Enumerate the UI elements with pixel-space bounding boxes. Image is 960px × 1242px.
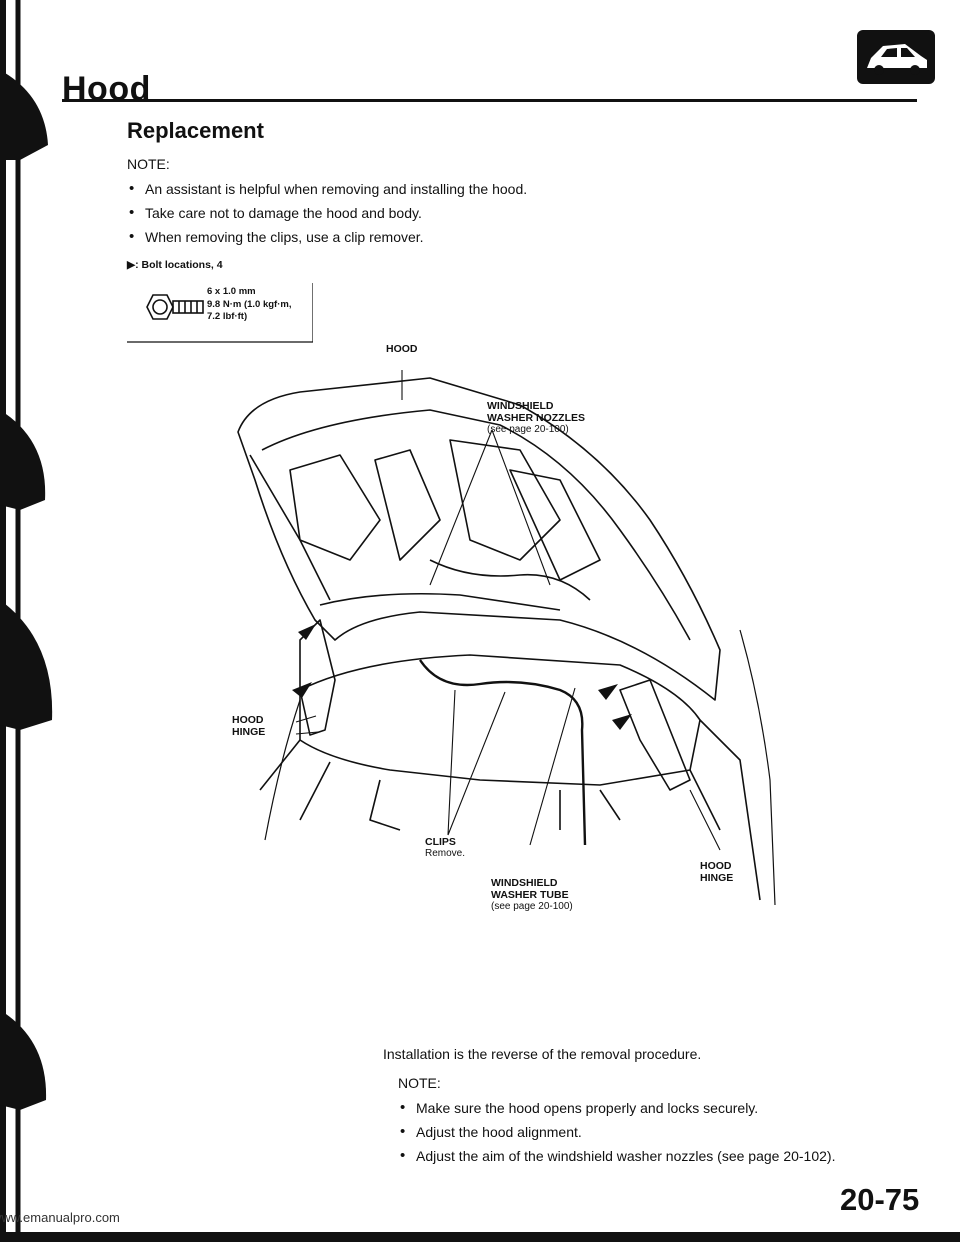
label-hood-hinge-left: HOOD HINGE [232,714,266,738]
header-rule [62,99,917,102]
bolt-legend-text: : Bolt locations, 4 [135,259,223,271]
bolt-marker [598,684,618,700]
bolt-spec-box [127,283,313,343]
label-hood-hinge-right: HOOD HINGE [700,860,734,884]
note-item: Adjust the aim of the windshield washer … [398,1147,835,1172]
label-washer-tube: WINDSHIELD WASHER TUBE [491,877,569,901]
hood-panel [237,377,721,701]
footer-site[interactable]: www.emanualpro.com [0,1210,120,1225]
bolt-marker [612,714,632,730]
page-title: Hood [62,70,151,108]
note-item: Make sure the hood opens properly and lo… [398,1099,835,1124]
note-item: When removing the clips, use a clip remo… [127,228,527,253]
bolt-icon [146,294,204,320]
washer-tube [419,659,587,846]
car-body-icon [857,30,935,84]
bolt-marker [298,624,316,640]
note-list: Make sure the hood opens properly and lo… [398,1099,835,1172]
label-washer-tube-ref: (see page 20-100) [491,901,573,912]
install-text: Installation is the reverse of the remov… [383,1046,702,1062]
label-hood: HOOD [386,343,418,355]
hood-diagram [237,370,776,905]
section-title: Replacement [127,118,264,143]
note-item: An assistant is helpful when removing an… [127,180,527,205]
bolt-spec: 6 x 1.0 mm 9.8 N·m (1.0 kgf·m, 7.2 lbf·f… [207,286,292,322]
note-label: NOTE: [398,1075,441,1091]
label-clips: CLIPS [425,836,456,848]
note-item: Adjust the hood alignment. [398,1123,835,1148]
bolt-marker-icon: ▶ [127,259,136,271]
label-clips-action: Remove. [425,848,466,859]
hood-hinge-right [619,679,691,791]
note-item: Take care not to damage the hood and bod… [127,204,527,229]
label-washer-nozzles: WINDSHIELD WASHER NOZZLES [487,400,586,424]
note-label: NOTE: [127,156,170,172]
note-list: An assistant is helpful when removing an… [127,180,527,253]
engine-bay [299,654,701,786]
label-washer-nozzles-ref: (see page 20-100) [487,424,569,435]
bolt-legend: ▶: Bolt locations, 4 [127,259,223,271]
page-number: 20-75 [840,1182,920,1217]
bolt-marker [292,682,312,698]
